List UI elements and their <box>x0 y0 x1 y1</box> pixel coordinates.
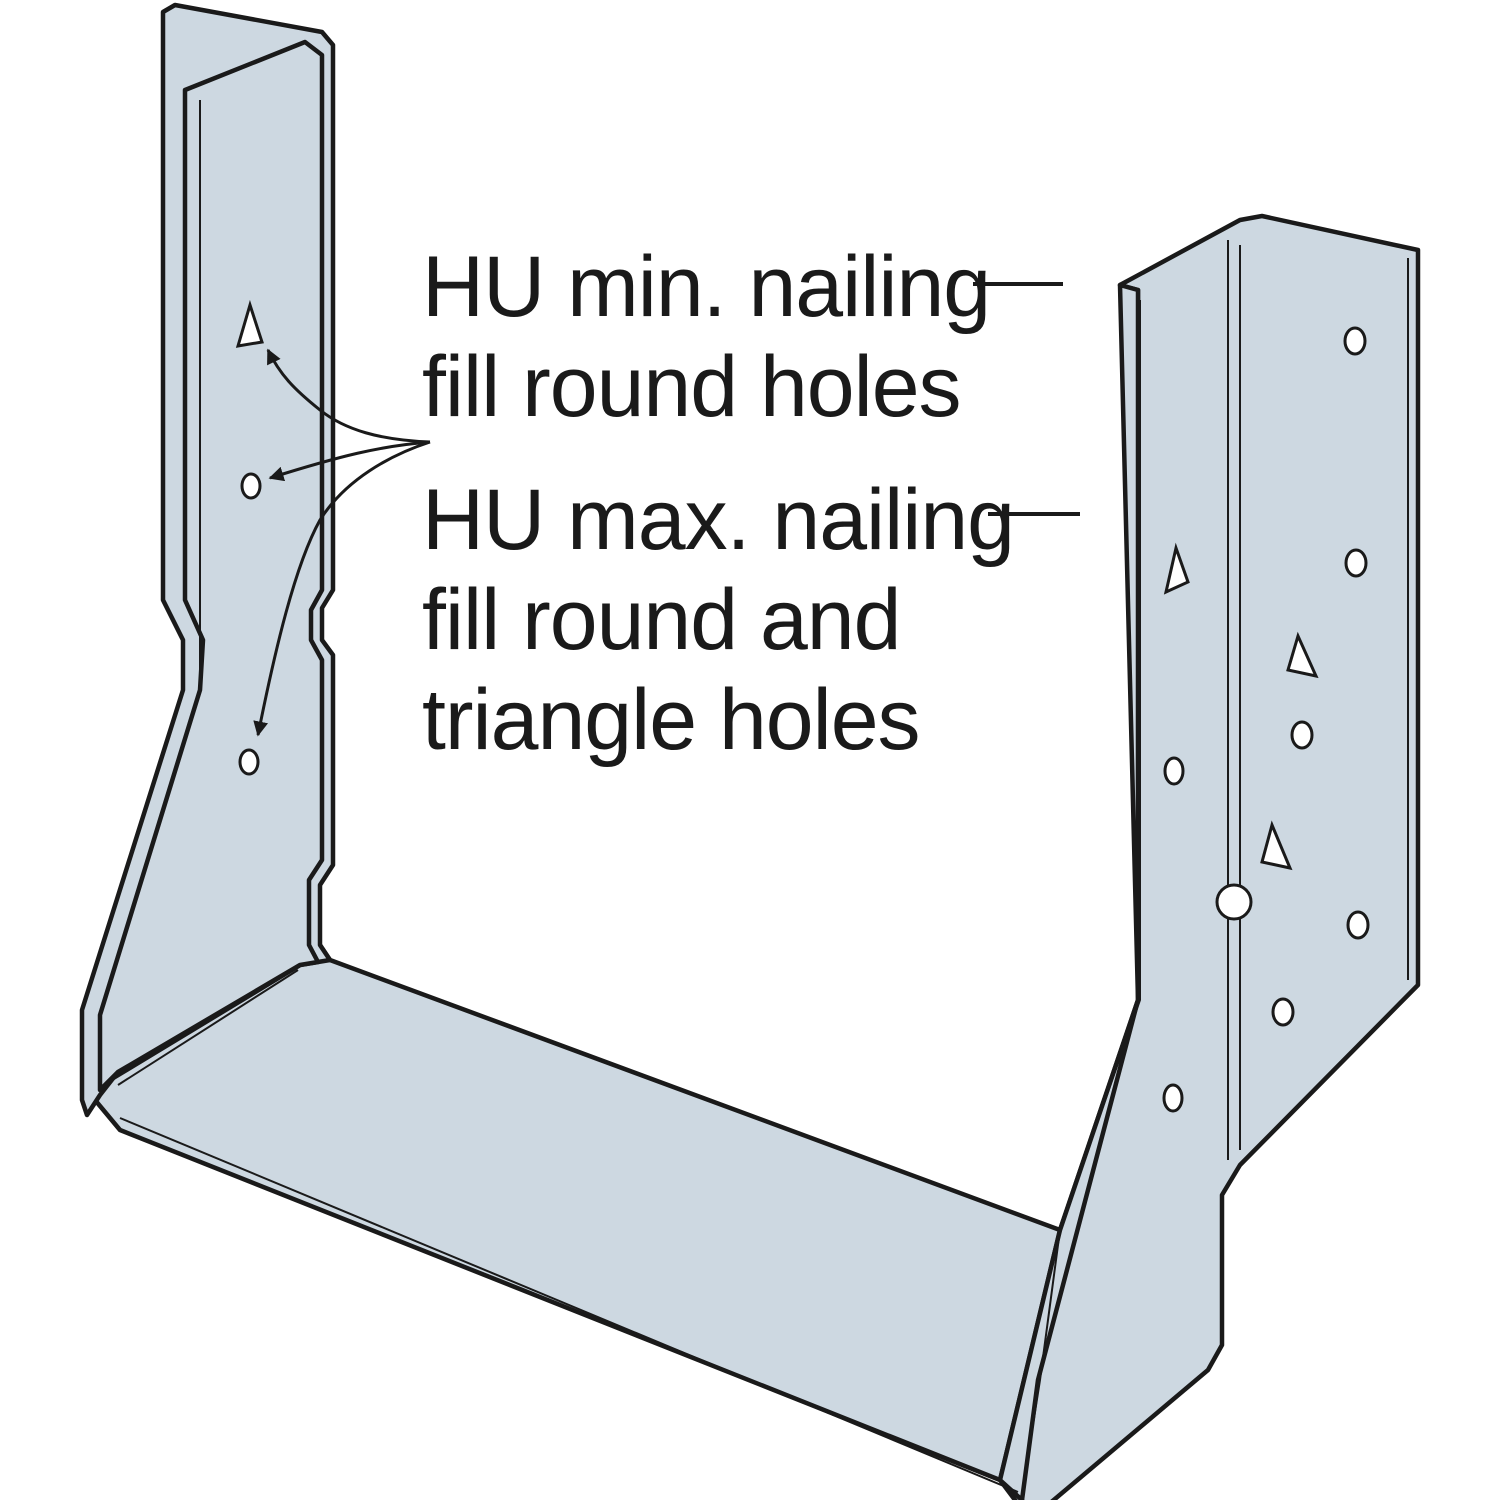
right-front-edge <box>1021 300 1141 1496</box>
max-nailing-line3: triangle holes <box>422 672 921 768</box>
right-round-hole-2 <box>1344 548 1368 578</box>
right-round-hole-6 <box>1271 997 1295 1027</box>
callout-arrow-round-upper <box>268 440 431 482</box>
right-triangle-hole-2 <box>1286 631 1319 679</box>
left-round-hole-upper <box>240 472 262 500</box>
left-round-hole-lower <box>238 748 260 776</box>
right-flange-front-face <box>997 282 1141 1503</box>
left-triangle-hole <box>235 299 264 348</box>
min-nailing-line2: fill round holes <box>422 339 962 435</box>
hanger-seat <box>92 942 1063 1505</box>
max-nailing-line2: fill round and <box>422 572 901 668</box>
seat-front-edge <box>119 1117 1019 1493</box>
right-round-hole-3 <box>1290 720 1314 750</box>
min-nailing-note: HU min. nailing fill round holes <box>422 237 991 437</box>
right-round-hole-1 <box>1343 326 1367 356</box>
max-nailing-note: HU max. nailing fill round and triangle … <box>422 470 1015 770</box>
right-round-hole-4 <box>1163 756 1185 786</box>
min-nailing-line1: HU min. nailing <box>422 239 991 335</box>
seat-fold-line <box>117 969 299 1086</box>
max-nailing-line1: HU max. nailing <box>422 472 1015 568</box>
right-triangle-hole-1 <box>1163 542 1190 595</box>
callout-arrow-triangle <box>266 348 431 444</box>
right-triangle-hole-3 <box>1260 820 1293 871</box>
right-large-hole <box>1215 883 1253 921</box>
callout-arrow-round-lower <box>253 440 431 737</box>
right-round-hole-7 <box>1162 1083 1184 1113</box>
right-flange <box>997 213 1421 1505</box>
left-flange-inner-face <box>97 39 325 1093</box>
right-round-hole-5 <box>1346 910 1370 940</box>
